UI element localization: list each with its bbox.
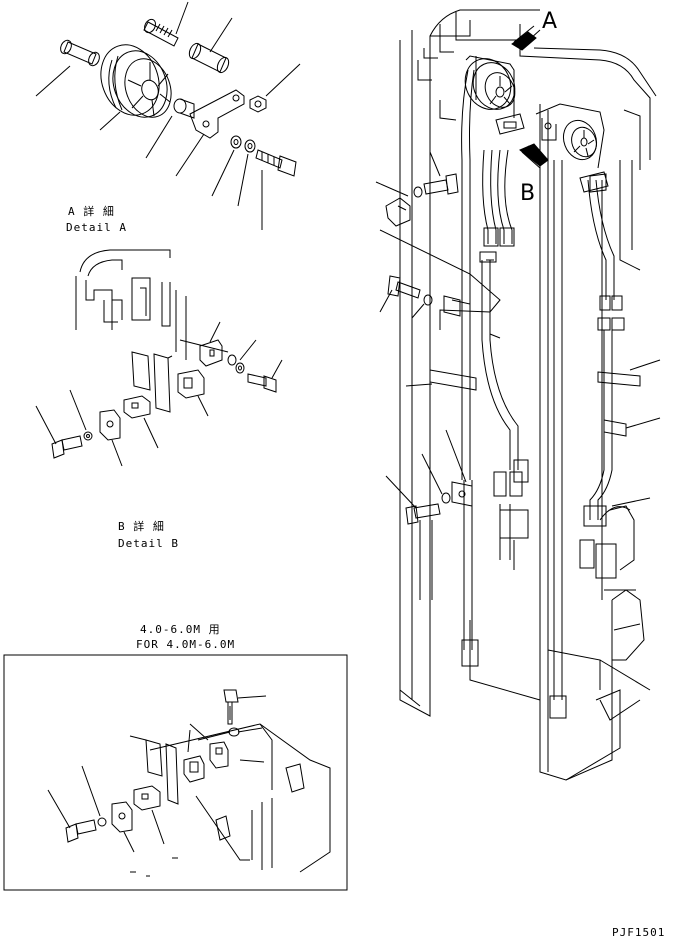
callout-arrow-b <box>520 144 548 168</box>
variant-bottom-bolt <box>48 766 106 842</box>
mast-bolts <box>388 174 458 524</box>
detail-a-bracket-plate <box>176 90 244 176</box>
variant-lower-plate-2 <box>112 802 134 852</box>
outer-mast-frame <box>400 10 656 720</box>
top-sheave-b <box>536 104 608 192</box>
variant-frame <box>4 655 347 890</box>
detail-b-washers <box>228 340 256 373</box>
detail-a-hex-bolt <box>256 150 296 230</box>
detail-b-label-en: Detail B <box>118 537 179 550</box>
hydraulic-hoses-left <box>462 70 528 666</box>
detail-a-assembly <box>36 2 300 230</box>
detail-b-shims <box>132 352 172 412</box>
detail-b-plate <box>200 322 222 366</box>
detail-b-clamp-block <box>178 370 208 416</box>
hose-clamps <box>380 174 640 506</box>
detail-a-small-bushing <box>146 99 194 158</box>
drawing-code: PJF1501 <box>612 926 665 939</box>
detail-a-sheave <box>91 37 179 130</box>
detail-b-lower-plate-1 <box>124 396 158 448</box>
callout-arrow-a <box>512 26 540 50</box>
top-sheave-a <box>457 51 524 134</box>
detail-a-nut <box>250 64 300 112</box>
detail-a-washers <box>212 136 255 206</box>
mast-assembly <box>376 10 660 780</box>
variant-plate <box>190 724 228 768</box>
detail-b-hex-bolt <box>248 360 282 392</box>
variant-label-jp: 4.0-6.0M 用 <box>140 623 221 636</box>
detail-a-label-en: Detail A <box>66 221 127 234</box>
detail-b-assembly <box>36 250 282 466</box>
detail-b-mast-frame <box>76 250 228 360</box>
variant-lower-plate-1 <box>134 786 164 844</box>
detail-a-label-jp: A 詳 細 <box>68 204 115 218</box>
detail-a-pin-left <box>36 39 101 96</box>
callout-a-letter: A <box>542 9 557 34</box>
variant-assembly <box>48 690 330 876</box>
detail-b-bottom-bolt <box>36 390 92 458</box>
detail-b-lower-plate-2 <box>100 410 122 466</box>
leader-lines <box>376 152 660 690</box>
callout-b-letter: B <box>520 181 535 206</box>
variant-clamp-block <box>184 730 204 782</box>
inner-mast <box>540 104 644 780</box>
variant-shims <box>130 736 178 804</box>
detail-a-bushing <box>187 18 232 74</box>
variant-label-en: FOR 4.0M-6.0M <box>136 638 235 651</box>
variant-bolt-top <box>224 690 266 762</box>
hydraulic-hoses-right <box>548 160 624 718</box>
detail-b-label-jp: B 詳 細 <box>118 519 165 533</box>
detail-a-bolt-top <box>142 2 188 46</box>
